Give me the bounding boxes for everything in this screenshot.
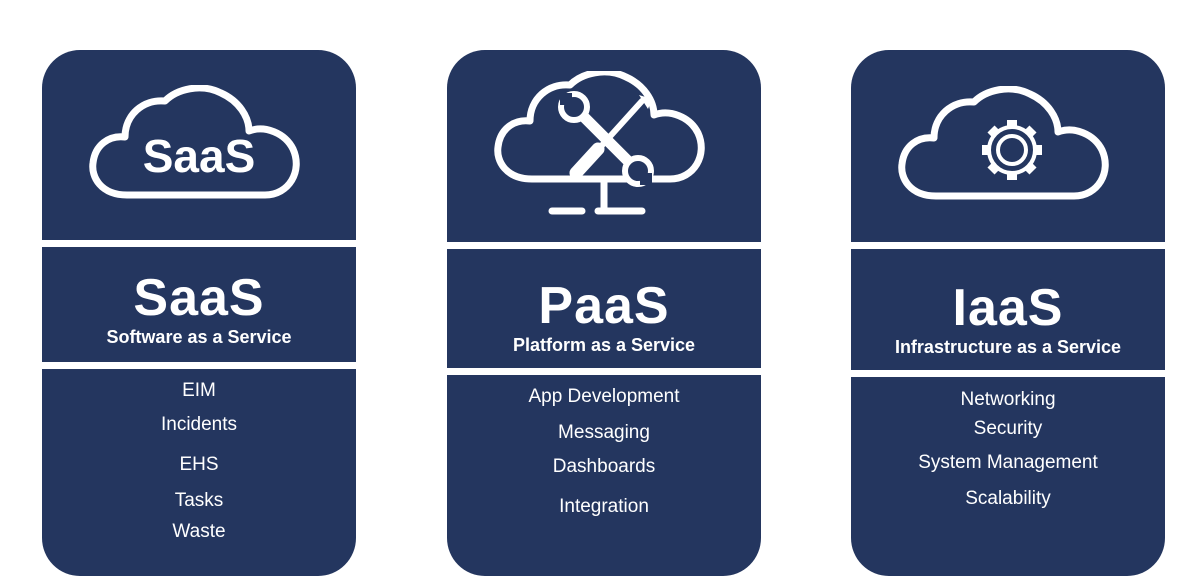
paas-title-block: PaaS Platform as a Service [447, 280, 761, 356]
paas-icon-area [447, 50, 761, 242]
feature-item: Integration [559, 496, 649, 517]
card-title: PaaS [538, 277, 670, 335]
feature-item: Dashboards [552, 456, 656, 477]
feature-item: Tasks [174, 490, 224, 511]
iaas-title-block: IaaS Infrastructure as a Service [851, 282, 1165, 358]
divider [447, 368, 761, 375]
divider [851, 242, 1165, 249]
cloud-gear-icon [898, 86, 1109, 200]
divider [42, 362, 356, 369]
feature-item: System Management [918, 452, 1098, 473]
cloud-tools-monitor-icon [494, 71, 705, 215]
feature-item: EHS [179, 454, 219, 475]
feature-item: Scalability [965, 488, 1051, 509]
monitor-stand-icon [548, 179, 646, 215]
cloud-icon-label: SaaS [143, 130, 256, 182]
divider [447, 242, 761, 249]
divider [42, 240, 356, 247]
card-subtitle: Platform as a Service [512, 335, 696, 355]
feature-item: Incidents [160, 414, 238, 435]
card-subtitle: Software as a Service [106, 327, 292, 347]
screwdriver-icon [569, 95, 652, 180]
card-title: IaaS [952, 279, 1064, 337]
cloud-saas-icon: SaaS [89, 85, 300, 199]
feature-item: Networking [960, 389, 1056, 410]
gear-icon [982, 120, 1042, 180]
feature-item: Waste [172, 521, 226, 542]
iaas-card: IaaS Infrastructure as a Service Network… [851, 50, 1165, 576]
card-title: SaaS [133, 269, 265, 327]
feature-item: Security [973, 418, 1043, 439]
saas-card: SaaS SaaS Software as a Service EIM Inci… [42, 50, 356, 576]
paas-card: PaaS Platform as a Service App Developme… [447, 50, 761, 576]
saas-title-block: SaaS Software as a Service [42, 272, 356, 348]
feature-item: App Development [528, 386, 680, 407]
feature-item: Messaging [558, 422, 650, 443]
feature-item: EIM [182, 380, 216, 401]
saas-icon-area: SaaS [42, 50, 356, 240]
card-subtitle: Infrastructure as a Service [894, 337, 1122, 357]
iaas-icon-area [851, 50, 1165, 242]
divider [851, 370, 1165, 377]
